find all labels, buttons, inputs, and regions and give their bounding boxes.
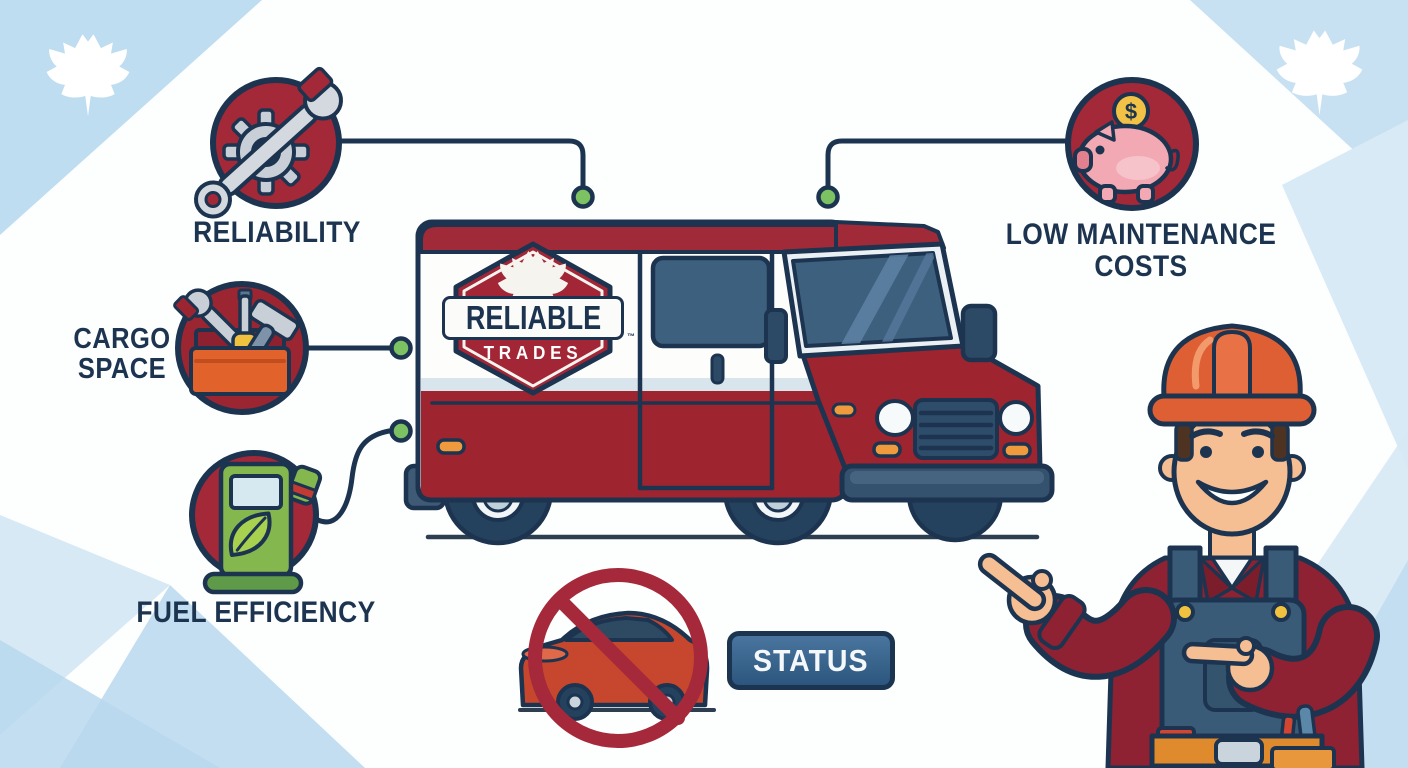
roof-stripe — [419, 223, 845, 254]
belt-buckle — [1214, 738, 1264, 766]
headlight — [875, 399, 915, 437]
toolbox-icon — [173, 281, 309, 415]
low-maintenance-label-line1: LOW MAINTENANCE — [1005, 218, 1277, 251]
truck-logo-name: RELIABLE — [465, 299, 601, 336]
connector-dot — [816, 185, 840, 209]
cargo-space-label-line1: CARGO — [73, 323, 171, 355]
low-maintenance-label-line2: COSTS — [1094, 250, 1188, 283]
connector-dot — [389, 336, 413, 360]
truck-cab — [764, 220, 1055, 503]
fuel-pump-leaf-icon — [189, 450, 323, 595]
smile — [1195, 479, 1269, 506]
connector-dot — [571, 185, 595, 209]
truck-logo-name-band: RELIABLE — [442, 296, 624, 340]
tradesperson-character — [977, 323, 1380, 768]
left-mirror — [764, 308, 788, 364]
no-sports-car-icon — [518, 568, 716, 748]
tool-belt — [1149, 704, 1336, 768]
cab-marker-light — [831, 402, 857, 418]
door-window — [650, 255, 772, 349]
prohibition-slash — [553, 593, 685, 725]
fuel-efficiency-label: FUEL EFFICIENCY — [136, 596, 376, 629]
gear-wrench-icon — [194, 66, 343, 219]
truck-logo-subtitle: TRADES — [483, 343, 583, 363]
cargo-space-label-line2: SPACE — [77, 353, 167, 385]
status-badge[interactable]: STATUS — [727, 631, 895, 690]
right-mirror — [960, 303, 998, 363]
left-arm-pointing — [977, 552, 1177, 680]
truck-logo-trademark: ™ — [627, 332, 635, 341]
right-arm-pointing — [1181, 604, 1380, 720]
hard-hat-icon — [1147, 323, 1317, 427]
status-badge-label: STATUS — [753, 642, 869, 678]
reliability-label: RELIABILITY — [193, 216, 361, 249]
coin-dollar-symbol: $ — [1125, 99, 1137, 124]
truck-side-door — [637, 250, 775, 491]
door-handle — [710, 353, 725, 385]
worker-head — [1158, 407, 1306, 537]
cargo-space-label: CARGO SPACE — [43, 324, 201, 384]
tool-pouch — [1270, 746, 1336, 768]
prohibition-circle — [528, 568, 708, 748]
connector-dot — [389, 419, 413, 443]
turn-signal — [872, 441, 902, 458]
side-marker-light — [436, 438, 466, 455]
callout-connectors — [304, 138, 1069, 525]
headlight — [998, 400, 1034, 436]
delivery-truck — [403, 219, 1055, 546]
turn-signal — [1002, 442, 1032, 459]
piggy-bank-icon: $ — [1065, 77, 1199, 211]
low-maintenance-label: LOW MAINTENANCE COSTS — [1005, 219, 1278, 283]
